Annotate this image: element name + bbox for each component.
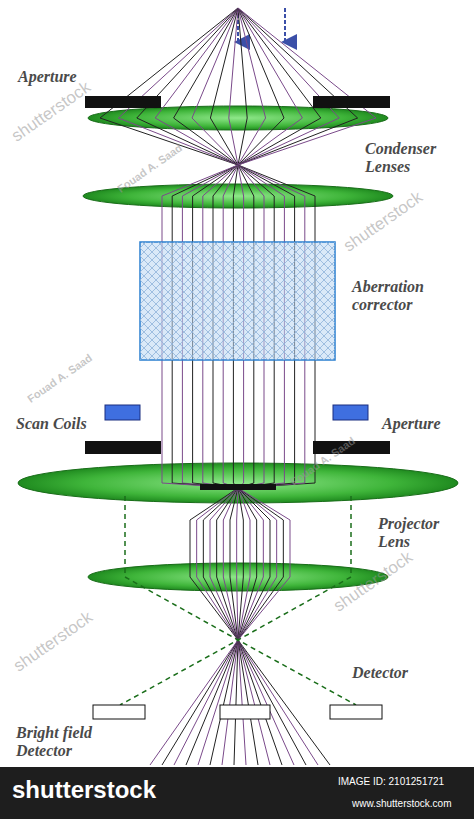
footer-bar — [0, 767, 474, 819]
aperture-plate — [313, 96, 390, 108]
part-label: Bright field Detector — [16, 724, 116, 761]
footer-logo: shutterstock — [12, 776, 156, 804]
electron-ray — [174, 8, 282, 765]
electron-ray — [155, 8, 294, 765]
watermark: shutterstock — [10, 607, 97, 676]
part-label: Projector Lens — [378, 515, 470, 552]
electron-ray — [162, 8, 358, 765]
electron-ray — [210, 8, 284, 765]
part-label: Aberration corrector — [352, 278, 462, 315]
electron-ray — [174, 8, 339, 765]
guide-line — [120, 496, 238, 705]
electron-ray — [186, 8, 321, 765]
scan-coil — [105, 405, 140, 420]
aberration-corrector — [140, 242, 335, 360]
detector — [330, 705, 382, 719]
aperture-plate — [85, 441, 161, 454]
image-id: IMAGE ID: 2101251721 — [338, 776, 444, 787]
electron-ray — [150, 8, 376, 765]
electron-ray — [100, 8, 330, 765]
condenser-lens — [88, 106, 388, 130]
part-label: Condenser Lenses — [365, 140, 465, 177]
footer-url: www.shutterstock.com — [352, 798, 451, 809]
scan-coil — [333, 405, 368, 420]
detector — [93, 705, 145, 719]
projector-lens — [88, 563, 388, 591]
electron-ray — [118, 8, 318, 765]
electron-rays — [100, 8, 376, 765]
electron-ray — [198, 8, 302, 765]
bright-field-detector — [220, 705, 270, 719]
part-label: Scan Coils — [16, 415, 126, 433]
part-label: Aperture — [382, 415, 470, 433]
corrector-mesh — [140, 242, 335, 360]
beam-arrow — [284, 8, 286, 42]
specimen — [200, 484, 276, 490]
watermark: shutterstock — [8, 77, 95, 146]
aperture-plate — [85, 96, 161, 108]
part-label: Detector — [352, 664, 452, 682]
watermark: Fouad A. Saad — [25, 351, 94, 404]
